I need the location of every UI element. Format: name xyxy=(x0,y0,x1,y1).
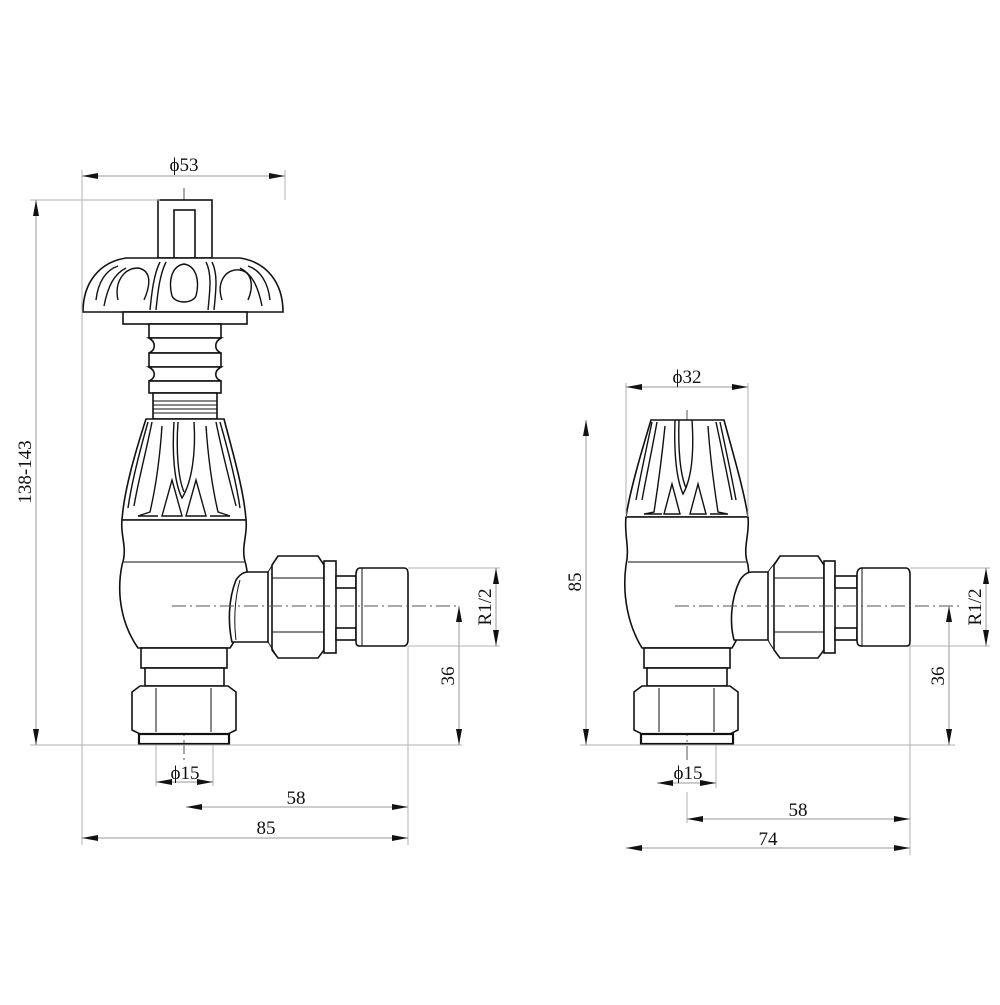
right-dimensions: ϕ32 85 R1/2 36 ϕ15 58 xyxy=(565,367,990,855)
right-inlet-height-label: 36 xyxy=(928,667,949,686)
left-overall-height-label: 138-143 xyxy=(15,440,36,503)
left-valve xyxy=(82,188,460,760)
right-thread-label: R1/2 xyxy=(965,589,986,626)
right-overall-height-label: 85 xyxy=(565,573,586,592)
left-dimensions: ϕ53 138-143 R1/2 36 ϕ15 58 xyxy=(15,155,500,845)
right-overall-width-label: 74 xyxy=(759,829,779,850)
right-head-diameter-label: ϕ32 xyxy=(672,367,701,388)
left-inlet-height-label: 36 xyxy=(438,667,459,686)
fluted-lockshield-cap xyxy=(625,419,749,518)
right-pipe-diameter-label: ϕ15 xyxy=(673,763,702,784)
left-thread-label: R1/2 xyxy=(475,589,496,626)
right-centre-to-tail-label: 58 xyxy=(789,800,808,821)
ornate-wheel-head xyxy=(82,257,284,313)
neck xyxy=(145,323,225,420)
left-pipe-diameter-label: ϕ15 xyxy=(170,763,199,784)
left-centre-to-tail-label: 58 xyxy=(287,788,306,809)
fluted-body xyxy=(121,418,247,521)
left-overall-width-label: 85 xyxy=(257,818,276,839)
left-head-diameter-label: ϕ53 xyxy=(169,155,198,176)
